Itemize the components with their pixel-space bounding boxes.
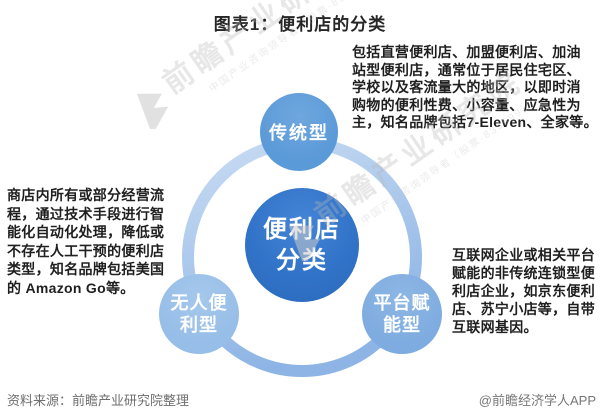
source-note: 资料来源：前瞻产业研究院整理 [7, 393, 190, 408]
node-platform-enabled-type: 平台赋 能型 [362, 274, 442, 354]
description-unmanned-type: 商店内所有或部分经营流 程，通过技术手段进行智 能化自动化处理，降低或 不存在人… [7, 187, 165, 296]
chart-title: 图表1：便利店的分类 [213, 15, 387, 34]
node-label: 无人便 利型 [170, 292, 228, 336]
node-center-convenience-store-classification: 便利店 分类 [245, 188, 359, 302]
node-label: 平台赋 能型 [373, 292, 431, 336]
credit-note: @前瞻经济学人APP [478, 393, 596, 408]
description-platform-type: 互联网企业或相关平台 赋能的非传统连锁型便 利店企业，如京东便利 店、苏宁小店等… [452, 247, 595, 335]
node-label: 便利店 分类 [263, 215, 341, 274]
node-unmanned-type: 无人便 利型 [159, 274, 239, 354]
node-traditional-type: 传统型 [260, 93, 338, 171]
node-label: 传统型 [269, 123, 329, 143]
description-traditional-type: 包括直营便利店、加盟便利店、加油 站型便利店，通常位于居民住宅区、 学校以及客流… [352, 44, 598, 130]
